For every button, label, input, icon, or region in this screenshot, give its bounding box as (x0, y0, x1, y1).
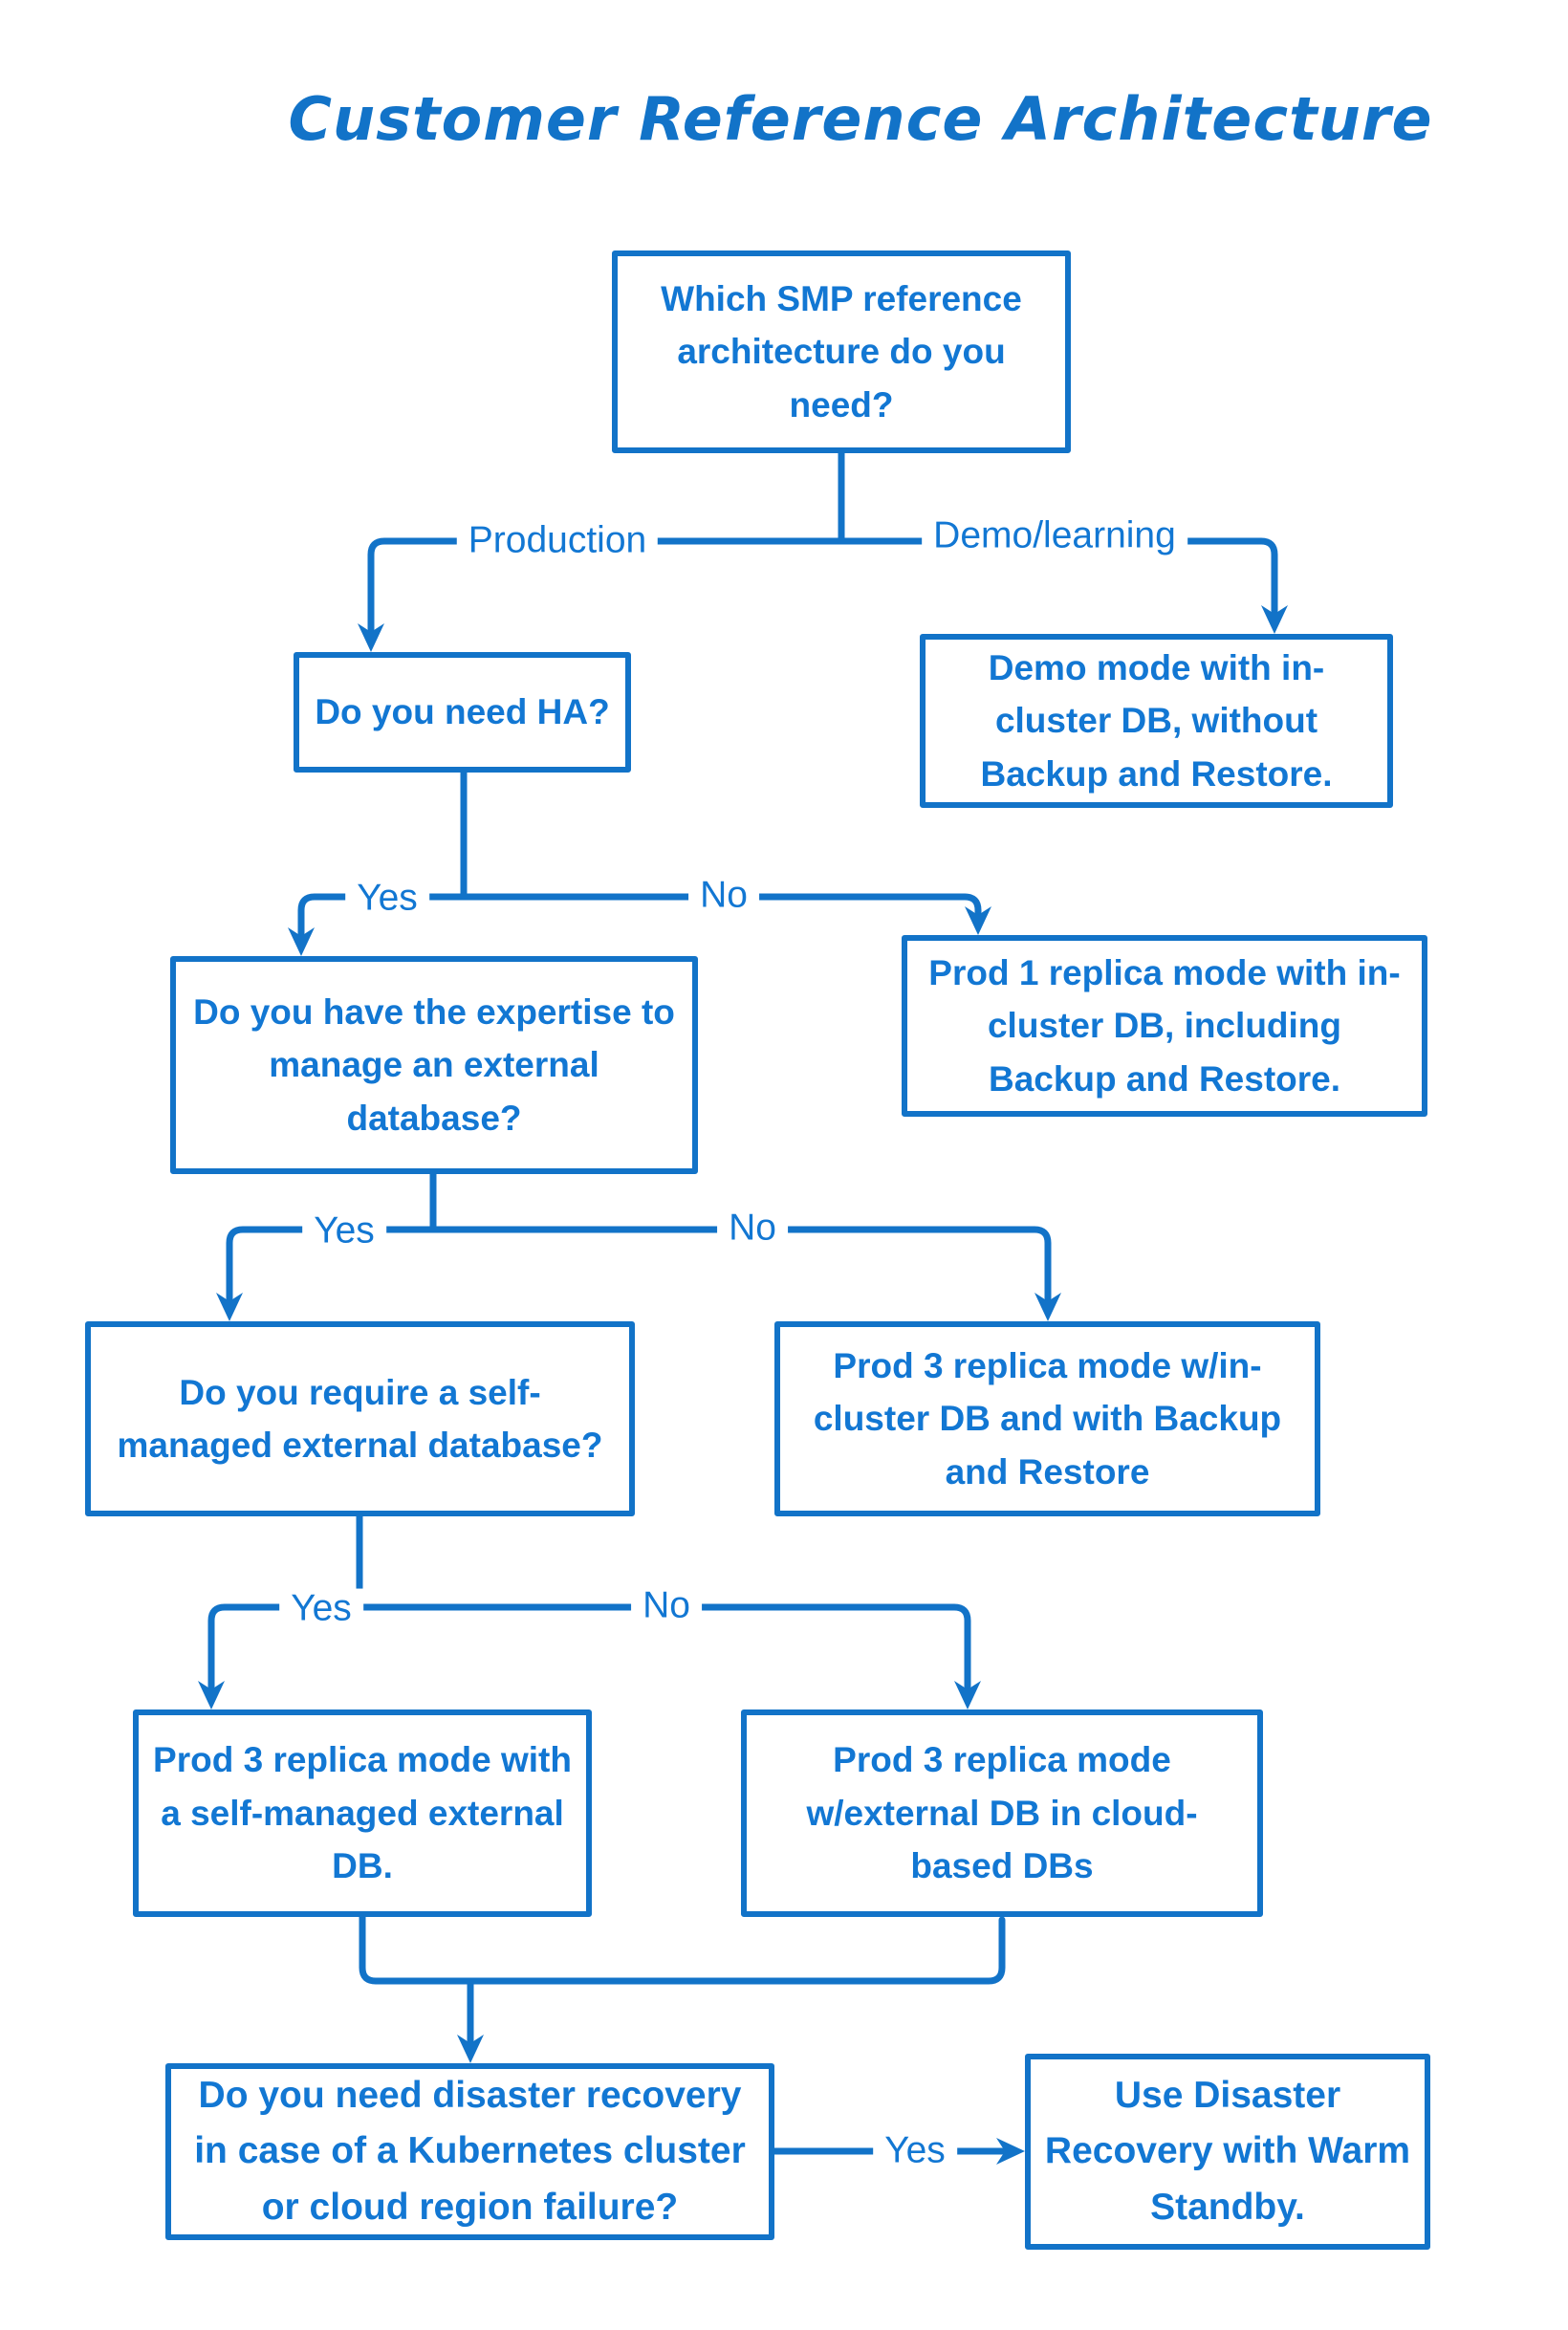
edge-label-ha-no: No (688, 875, 759, 917)
diagram-title: Customer Reference Architecture (288, 84, 1433, 154)
edge-ha-yes (288, 893, 468, 956)
edge-demo-learning (838, 537, 1288, 634)
edge-production (358, 537, 845, 652)
node-text: Prod 3 replica mode with a self-managed … (153, 1740, 572, 1886)
node-text: Prod 1 replica mode with in-cluster DB, … (928, 952, 1401, 1099)
edge-label-self-managed-yes: Yes (279, 1588, 363, 1630)
node-disaster-recovery-question: Do you need disaster recovery in case of… (165, 2063, 774, 2240)
edge-label-dr-yes: Yes (873, 2130, 957, 2172)
edge-label-self-managed-no: No (631, 1585, 702, 1627)
node-text: Prod 3 replica mode w/in-cluster DB and … (813, 1345, 1282, 1492)
node-root-question: Which SMP reference architecture do you … (612, 250, 1071, 453)
edge-label-expertise-no: No (717, 1208, 788, 1250)
node-text: Use Disaster Recovery with Warm Standby. (1044, 2074, 1411, 2228)
node-text: Which SMP reference architecture do you … (661, 278, 1022, 425)
node-need-ha: Do you need HA? (294, 652, 631, 773)
node-text: Prod 3 replica mode w/external DB in clo… (806, 1740, 1198, 1886)
edge-expertise-yes (216, 1226, 437, 1321)
edge-ha-no (460, 893, 991, 935)
edge-label-production: Production (456, 520, 659, 562)
node-self-managed-question: Do you require a self-managed external d… (85, 1321, 635, 1516)
edge-merge-bracket (359, 1913, 1006, 1985)
node-text: Do you need HA? (315, 692, 610, 732)
node-text: Demo mode with in-cluster DB, without Ba… (980, 647, 1333, 794)
node-text: Do you require a self-managed external d… (117, 1372, 603, 1466)
node-prod1-incluster: Prod 1 replica mode with in-cluster DB, … (902, 935, 1427, 1117)
edge-label-ha-yes: Yes (345, 878, 429, 920)
node-text: Do you have the expertise to manage an e… (193, 991, 675, 1138)
edge-self-managed-no (356, 1603, 981, 1709)
node-prod3-self-managed: Prod 3 replica mode with a self-managed … (133, 1709, 592, 1917)
node-demo-mode: Demo mode with in-cluster DB, without Ba… (920, 634, 1393, 808)
edge-label-demo-learning: Demo/learning (922, 515, 1187, 557)
node-expertise-question: Do you have the expertise to manage an e… (170, 956, 698, 1174)
node-prod3-incluster: Prod 3 replica mode w/in-cluster DB and … (774, 1321, 1320, 1516)
edge-expertise-no (429, 1226, 1061, 1321)
edge-self-managed-yes (198, 1603, 363, 1709)
edge-label-expertise-yes: Yes (302, 1210, 386, 1252)
node-prod3-cloud: Prod 3 replica mode w/external DB in clo… (741, 1709, 1263, 1917)
node-warm-standby: Use Disaster Recovery with Warm Standby. (1025, 2054, 1430, 2250)
node-text: Do you need disaster recovery in case of… (194, 2074, 746, 2228)
